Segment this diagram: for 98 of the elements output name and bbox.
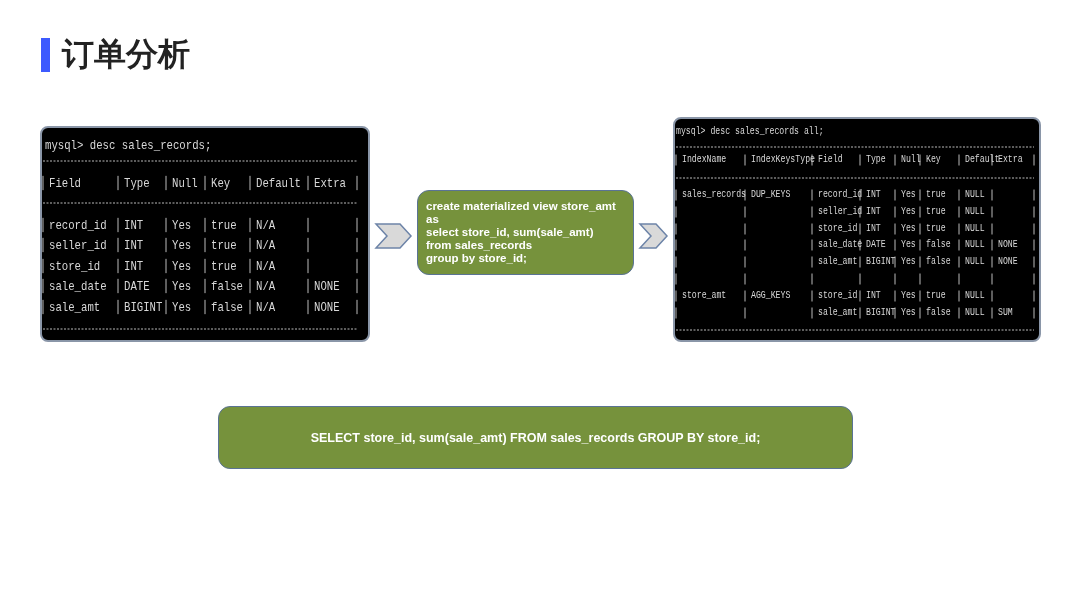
field-value: N/A [256,259,276,273]
column-header: Field [49,176,81,190]
field-value: NONE [314,279,340,293]
sql-line: from sales_records [426,239,534,253]
field-value: Yes [901,240,916,250]
field-value: INT [866,190,881,200]
field-value: BIGINT [124,300,163,314]
field-value: AGG_KEYS [751,291,791,301]
sql-line: as [426,212,440,226]
sql-line: create materialized view store_amt [426,199,617,213]
field-value: store_id [818,291,858,301]
column-header: Key [926,155,941,165]
field-value: Yes [901,224,916,234]
field-value: NONE [314,300,340,314]
column-header: IndexName [682,155,727,165]
field-value: N/A [256,279,276,293]
field-value: store_amt [682,291,727,301]
field-value: record_id [49,218,107,232]
field-value: INT [866,224,881,234]
field-value: sale_amt [818,257,858,267]
field-value: false [211,279,243,293]
field-value: Yes [172,300,192,314]
column-header: Field [818,155,843,165]
field-value: SUM [998,308,1013,318]
field-value: record_id [818,190,863,200]
command-prompt: mysql> desc sales_records; [45,138,212,152]
field-value: NONE [998,257,1018,267]
field-value: NULL [965,207,985,217]
field-value: true [926,291,946,301]
field-value: BIGINT [866,308,896,318]
sql-box [218,406,853,469]
field-value: sales_records [682,190,746,200]
field-value: NONE [998,240,1018,250]
field-value: Yes [901,257,916,267]
field-value: store_id [49,259,101,273]
field-value: BIGINT [866,257,896,267]
field-value: NULL [965,291,985,301]
field-value: false [926,257,951,267]
terminal-screenshot [673,117,1041,342]
field-value: DUP_KEYS [751,190,791,200]
field-value: Yes [172,259,192,273]
field-value: Yes [172,279,192,293]
field-value: N/A [256,218,276,232]
field-value: NULL [965,308,985,318]
field-value: Yes [901,291,916,301]
field-value: Yes [901,207,916,217]
field-value: true [211,238,237,252]
chevron-arrow [638,223,668,249]
field-value: NULL [965,240,985,250]
slide-title: 订单分析 [62,34,190,74]
column-header: Type [866,155,886,165]
command-prompt: mysql> desc sales_records all; [676,127,824,137]
column-header: Extra [314,176,346,190]
field-value: false [211,300,243,314]
field-value: DATE [124,279,150,293]
field-value: N/A [256,300,276,314]
field-value: N/A [256,238,276,252]
field-value: false [926,308,951,318]
field-value: INT [866,207,881,217]
terminal-screenshot [40,126,370,342]
field-value: DATE [866,240,886,250]
field-value: sale_date [49,279,107,293]
column-header: Type [124,176,150,190]
chevron-arrow [374,223,412,249]
field-value: true [926,224,946,234]
field-value: INT [866,291,881,301]
field-value: NULL [965,190,985,200]
field-value: true [211,218,237,232]
sql-line: SELECT store_id, sum(sale_amt) FROM sales_records GROUP BY store_id; [309,430,762,445]
sql-box [417,190,634,275]
column-header: Null [901,155,921,165]
field-value: INT [124,218,144,232]
column-header: Default [256,176,301,190]
field-value: true [926,207,946,217]
field-value: true [211,259,237,273]
column-header: Null [172,176,198,190]
field-value: true [926,190,946,200]
column-header: Key [211,176,231,190]
sql-line: group by store_id; [426,252,528,266]
field-value: sale_amt [49,300,101,314]
field-value: NULL [965,224,985,234]
field-value: store_id [818,224,858,234]
column-header: Default [965,155,1000,165]
field-value: sale_amt [818,308,858,318]
field-value: sale_date [818,240,863,250]
field-value: Yes [172,238,192,252]
field-value: seller_id [49,238,107,252]
field-value: NULL [965,257,985,267]
field-value: Yes [901,308,916,318]
field-value: Yes [901,190,916,200]
column-header: IndexKeysType [751,155,815,165]
column-header: Extra [998,155,1023,165]
field-value: Yes [172,218,192,232]
field-value: false [926,240,951,250]
field-value: INT [124,238,144,252]
sql-line: select store_id, sum(sale_amt) [426,225,595,240]
field-value: seller_id [818,207,863,217]
field-value: INT [124,259,144,273]
